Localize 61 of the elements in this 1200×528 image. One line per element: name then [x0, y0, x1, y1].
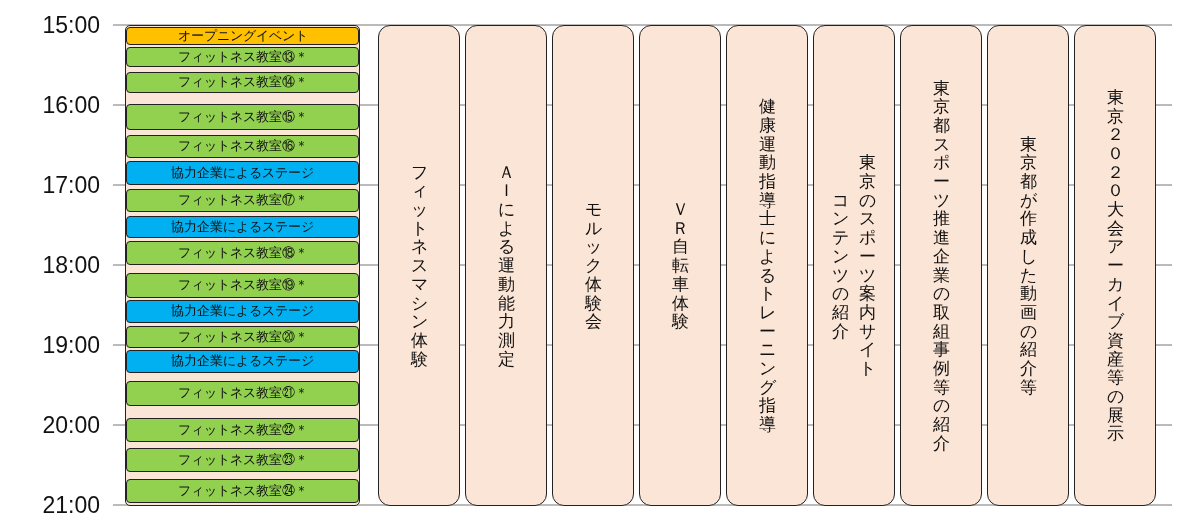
activity-label: ＶＲ自転車体験 [671, 200, 689, 331]
slot-label: 協力企業によるステージ [171, 217, 314, 236]
slot-label: フィットネス教室⑰＊ [177, 191, 308, 209]
schedule-slot [126, 240, 359, 265]
slot-label: フィットネス教室㉓＊ [177, 450, 308, 469]
slot-label: フィットネス教室㉔＊ [177, 481, 308, 500]
schedule-slot [126, 103, 359, 130]
activity-label: モルック体験会 [584, 200, 602, 331]
slot-label: オープニングイベント [177, 26, 308, 45]
activity-column [900, 25, 982, 506]
schedule-slot [126, 46, 359, 67]
slot-label: フィットネス教室㉒＊ [177, 420, 308, 439]
slot-label: フィットネス教室⑭＊ [177, 73, 308, 91]
schedule-slot [126, 134, 359, 158]
activity-label: コンテンツの紹介 [832, 190, 849, 341]
activity-label: 東京都スポーツ推進企業の取組事例等の紹介 [932, 78, 950, 453]
time-label: 17:00 [41, 172, 100, 198]
time-label: 20:00 [41, 412, 100, 438]
activity-column [1074, 25, 1156, 506]
time-label: 19:00 [41, 332, 100, 358]
activity-column [813, 25, 895, 506]
activity-column [987, 25, 1069, 506]
time-label: 15:00 [41, 12, 100, 38]
schedule-slot [126, 325, 359, 348]
activity-label: ＡＩによる運動能力測定 [497, 162, 515, 369]
slot-label: フィットネス教室⑬＊ [177, 47, 308, 66]
time-label: 18:00 [41, 252, 100, 278]
schedule-slot [126, 215, 359, 238]
schedule-slot [126, 349, 359, 373]
schedule-slot [126, 417, 359, 442]
activity-column [465, 25, 547, 506]
slot-label: 協力企業によるステージ [171, 163, 314, 182]
schedule-slot [126, 380, 359, 406]
schedule-slot [126, 160, 359, 185]
activity-label: 東京のスポーツ案内サイト [859, 153, 876, 378]
activity-label: フィットネスマシン体験 [410, 162, 428, 369]
schedule-slot [126, 447, 359, 472]
slot-label: フィットネス教室⑱＊ [177, 243, 308, 262]
slot-label: フィットネス教室㉑＊ [177, 384, 308, 402]
schedule-slot [126, 188, 359, 212]
activity-label: 東京都が作成した動画の紹介等 [1019, 134, 1037, 397]
activity-column [552, 25, 634, 506]
slot-label: フィットネス教室⑮＊ [177, 107, 308, 126]
slot-label: 協力企業によるステージ [171, 302, 314, 320]
activity-label: 健康運動指導士によるトレーニング指導 [758, 97, 776, 434]
slot-label: 協力企業によるステージ [171, 352, 314, 370]
slot-label: フィットネス教室⑲＊ [177, 276, 308, 294]
slot-label: フィットネス教室⑯＊ [177, 137, 308, 155]
activity-column [378, 25, 460, 506]
time-label: 16:00 [41, 92, 100, 118]
schedule-slot [126, 71, 359, 93]
timetable-frame [125, 25, 360, 506]
schedule-slot [126, 26, 359, 45]
activity-column [726, 25, 808, 506]
activity-column [639, 25, 721, 506]
schedule-slot [126, 478, 359, 503]
activity-label: 東京２０２０大会アーカイブ資産等の展示 [1106, 87, 1124, 444]
schedule-slot [126, 299, 359, 323]
slot-label: フィットネス教室⑳＊ [177, 327, 308, 346]
schedule-slot [126, 272, 359, 298]
time-label: 21:00 [41, 492, 100, 518]
